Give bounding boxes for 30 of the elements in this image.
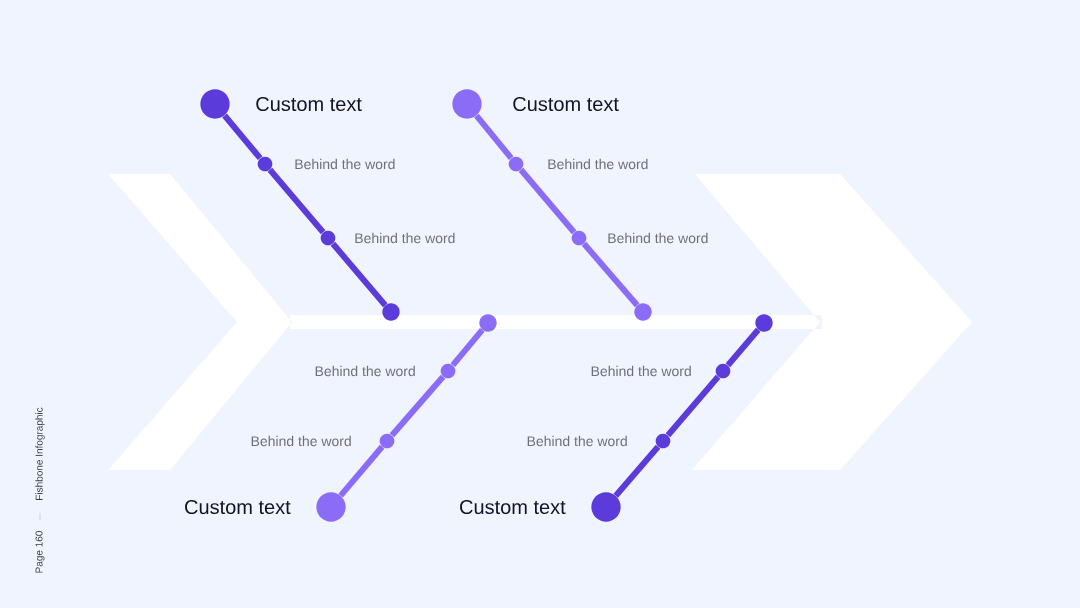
circle-marker [755,314,773,332]
caption-text: Behind the word [591,365,691,377]
caption-text: Behind the word [295,158,395,170]
branch-line [665,374,721,438]
heading-text: Custom text [460,499,566,515]
branch-line [474,113,514,160]
branch-line [581,241,640,308]
caption-text: Behind the word [608,232,708,244]
caption-text: Behind the word [527,435,627,447]
branch-line [267,167,326,235]
branch-line [330,241,388,308]
branch-line [222,113,263,161]
circle-marker [479,314,497,332]
branch-line [518,167,577,235]
caption-text: Behind the word [355,232,455,244]
branch-line [725,327,761,368]
side-note: Page 160 [35,531,45,573]
heading-text: Custom text [256,96,362,112]
branch-line [389,374,446,438]
heading-text: Custom text [185,499,291,515]
branch-line [450,327,485,368]
circle-marker [634,303,652,321]
circle-marker [382,303,400,321]
caption-text: Behind the word [548,158,648,170]
side-note: Fishbone Infographic [35,407,45,500]
caption-text: Behind the word [315,365,415,377]
heading-text: Custom text [513,96,619,112]
branch-line [338,444,385,498]
branch-line [613,444,661,498]
caption-text: Behind the word [251,435,351,447]
